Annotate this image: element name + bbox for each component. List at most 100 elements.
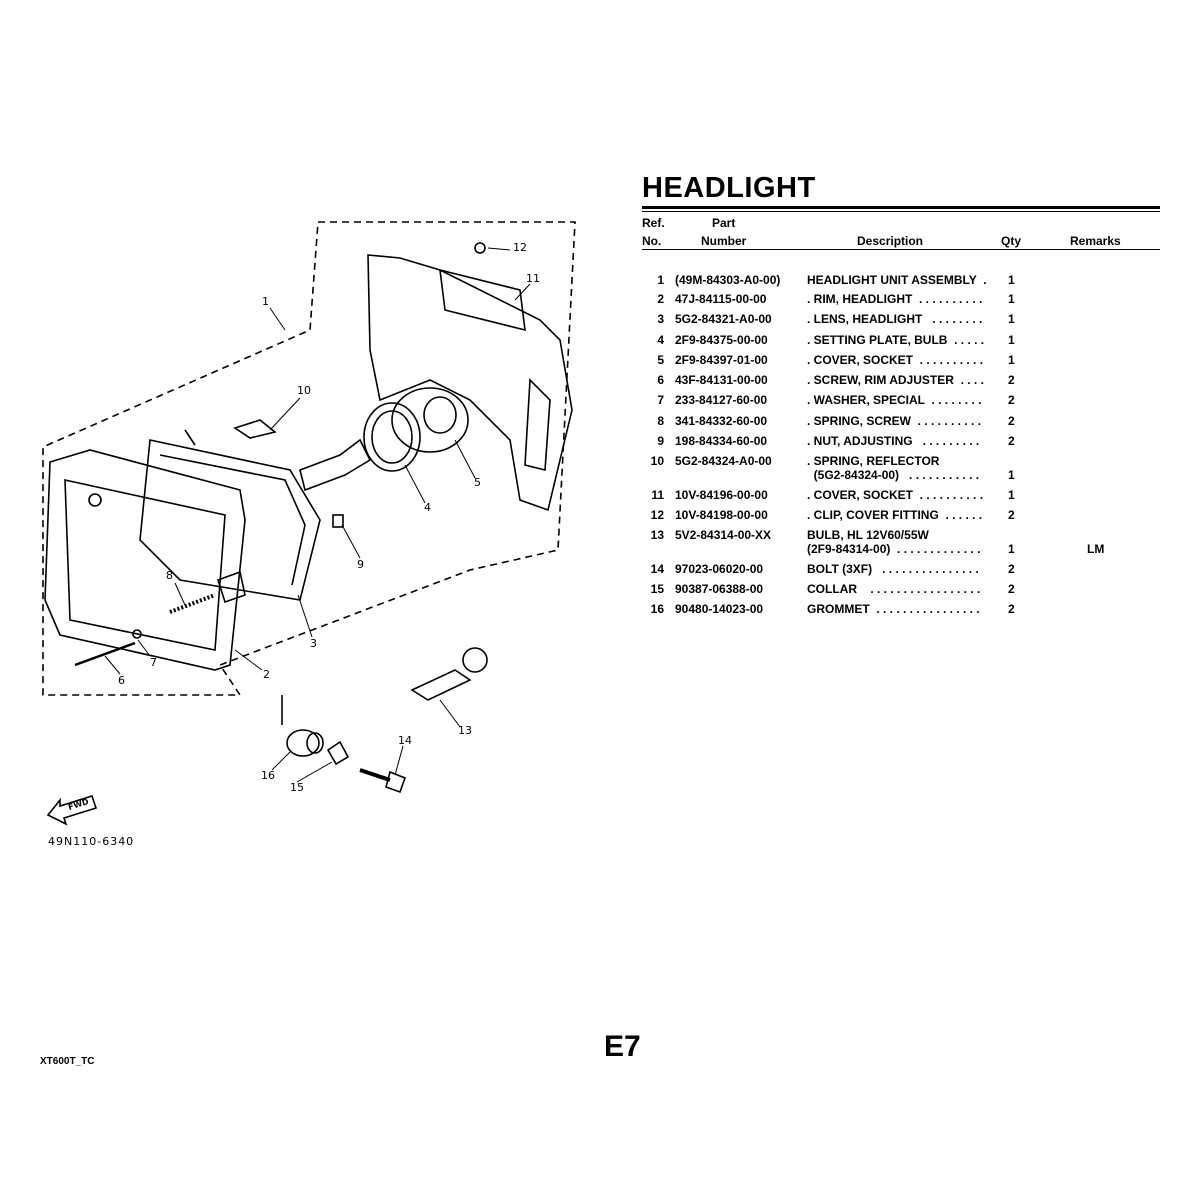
part-number-cell: 2F9-84375-00-00 bbox=[675, 333, 768, 347]
qty-cell: 1 bbox=[1008, 353, 1015, 367]
ref-cell: 2 bbox=[657, 292, 664, 306]
callout-13: 13 bbox=[458, 724, 472, 737]
description-continued-cell: (2F9-84314-00) . . . . . . . . . . . . . bbox=[807, 542, 981, 556]
callout-8: 8 bbox=[166, 569, 173, 582]
header-rule bbox=[642, 249, 1160, 250]
description-cell: . LENS, HEADLIGHT . . . . . . . . bbox=[807, 312, 983, 326]
table-row: 16 90480-14023-00 GROMMET . . . . . . . . … bbox=[642, 602, 1160, 616]
ref-cell: 16 bbox=[650, 602, 664, 616]
part-number-cell: 2F9-84397-01-00 bbox=[675, 353, 768, 367]
qty-cell: 1 bbox=[1008, 312, 1015, 326]
description-cell: BULB, HL 12V60/55W bbox=[807, 528, 929, 542]
header-part-top: Part bbox=[712, 216, 736, 230]
callout-6: 6 bbox=[118, 674, 125, 687]
description-cell: . NUT, ADJUSTING . . . . . . . . . bbox=[807, 434, 980, 448]
bolt-part bbox=[359, 768, 391, 782]
qty-cell: 2 bbox=[1008, 414, 1015, 428]
ref-cell: 12 bbox=[650, 508, 664, 522]
setting-plate-part bbox=[363, 402, 421, 472]
description-cell: GROMMET . . . . . . . . . . . . . . . . bbox=[807, 602, 980, 616]
table-row: 3 5G2-84321-A0-00 . LENS, HEADLIGHT . . . … bbox=[642, 312, 1160, 326]
callout-1: 1 bbox=[262, 295, 269, 308]
ref-cell: 15 bbox=[650, 582, 664, 596]
page-title: HEADLIGHT bbox=[642, 172, 816, 204]
part-number-cell: 90480-14023-00 bbox=[675, 602, 764, 616]
header-part-bottom: Number bbox=[701, 234, 747, 248]
collar-part bbox=[326, 740, 350, 766]
qty-cell: 1 bbox=[1008, 542, 1015, 556]
callout-12: 12 bbox=[513, 241, 527, 254]
qty-cell: 1 bbox=[1008, 273, 1015, 287]
table-row: 13 5V2-84314-00-XX BULB, HL 12V60/55W 1 LM (2… bbox=[642, 528, 1160, 556]
description-cell: . CLIP, COVER FITTING . . . . . . bbox=[807, 508, 983, 522]
part-number-cell: 10V-84196-00-00 bbox=[675, 488, 768, 502]
spring-screw-part bbox=[169, 593, 216, 614]
qty-cell: 2 bbox=[1008, 508, 1015, 522]
qty-cell: 1 bbox=[1008, 468, 1015, 482]
ref-cell: 14 bbox=[650, 562, 664, 576]
grommet-part bbox=[286, 729, 320, 757]
callout-3: 3 bbox=[310, 637, 317, 650]
qty-cell: 2 bbox=[1008, 602, 1015, 616]
cover-socket-part bbox=[391, 387, 469, 453]
part-number-cell: 43F-84131-00-00 bbox=[675, 373, 768, 387]
table-row: 1 (49M-84303-A0-00) HEADLIGHT UNIT ASSEMBL… bbox=[642, 273, 1160, 287]
part-number-cell: 198-84334-60-00 bbox=[675, 434, 768, 448]
ref-cell: 9 bbox=[657, 434, 664, 448]
qty-cell: 1 bbox=[1008, 292, 1015, 306]
table-row: 9 198-84334-60-00 . NUT, ADJUSTING . . . .… bbox=[642, 434, 1160, 448]
model-code: XT600T_TC bbox=[40, 1056, 95, 1067]
table-row: 15 90387-06388-00 COLLAR . . . . . . . . .… bbox=[642, 582, 1160, 596]
callout-15: 15 bbox=[290, 781, 304, 794]
table-row: 12 10V-84198-00-00 . CLIP, COVER FITTING .… bbox=[642, 508, 1160, 522]
callout-11: 11 bbox=[526, 272, 540, 285]
title-rule bbox=[642, 206, 1160, 209]
ref-cell: 3 bbox=[657, 312, 664, 326]
adjuster-screw-part bbox=[74, 641, 136, 667]
description-cell: . SETTING PLATE, BULB . . . . . bbox=[807, 333, 985, 347]
ref-cell: 13 bbox=[650, 528, 664, 542]
description-continued-cell: (5G2-84324-00) . . . . . . . . . . . bbox=[807, 468, 980, 482]
description-cell: BOLT (3XF) . . . . . . . . . . . . . . . bbox=[807, 562, 979, 576]
description-cell: . WASHER, SPECIAL . . . . . . . . bbox=[807, 393, 982, 407]
description-cell: . SPRING, REFLECTOR bbox=[807, 454, 940, 468]
callout-10: 10 bbox=[297, 384, 311, 397]
fwd-arrow-icon bbox=[46, 795, 98, 826]
part-number-cell: (49M-84303-A0-00) bbox=[675, 273, 781, 287]
description-cell: HEADLIGHT UNIT ASSEMBLY . bbox=[807, 273, 987, 287]
bulb-part bbox=[410, 669, 472, 701]
ref-cell: 11 bbox=[651, 488, 664, 502]
description-cell: . RIM, HEADLIGHT . . . . . . . . . . bbox=[807, 292, 983, 306]
part-number-cell: 5V2-84314-00-XX bbox=[675, 528, 772, 542]
page-number: E7 bbox=[604, 1030, 641, 1063]
header-remarks: Remarks bbox=[1070, 234, 1121, 248]
ref-cell: 4 bbox=[657, 333, 664, 347]
ref-cell: 7 bbox=[657, 393, 664, 407]
description-cell: COLLAR . . . . . . . . . . . . . . . . . bbox=[807, 582, 981, 596]
nut-part bbox=[332, 514, 344, 528]
part-number-cell: 90387-06388-00 bbox=[675, 582, 764, 596]
qty-cell: 1 bbox=[1008, 333, 1015, 347]
part-number-cell: 5G2-84324-A0-00 bbox=[675, 454, 772, 468]
spring-reflector-part bbox=[233, 419, 277, 439]
table-row: 14 97023-06020-00 BOLT (3XF) . . . . . . .… bbox=[642, 562, 1160, 576]
part-number-cell: 10V-84198-00-00 bbox=[675, 508, 768, 522]
exploded-parts-diagram bbox=[42, 221, 576, 826]
callout-2: 2 bbox=[263, 668, 270, 681]
rim-part bbox=[44, 449, 246, 671]
callout-4: 4 bbox=[424, 501, 431, 514]
ref-cell: 1 bbox=[657, 273, 664, 287]
part-number-cell: 97023-06020-00 bbox=[675, 562, 764, 576]
header-ref-top: Ref. bbox=[642, 216, 665, 230]
description-cell: . SPRING, SCREW . . . . . . . . . . bbox=[807, 414, 982, 428]
remarks-cell: LM bbox=[1087, 542, 1105, 556]
qty-cell: 2 bbox=[1008, 373, 1015, 387]
qty-cell: 2 bbox=[1008, 562, 1015, 576]
part-number-cell: 5G2-84321-A0-00 bbox=[675, 312, 772, 326]
qty-cell: 2 bbox=[1008, 434, 1015, 448]
ref-cell: 8 bbox=[657, 414, 664, 428]
